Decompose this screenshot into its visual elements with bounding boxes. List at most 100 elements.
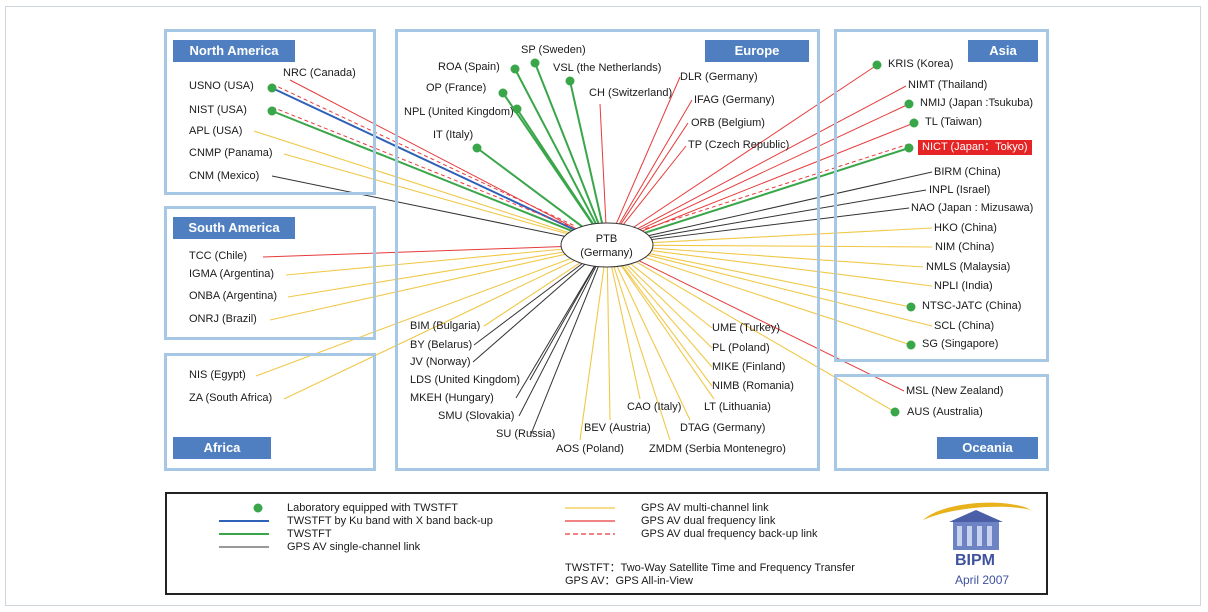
lab-label-npli: NPLI (India) (934, 280, 993, 292)
lab-label-apl: APL (USA) (189, 125, 243, 137)
link-za (283, 259, 577, 400)
lab-label-bim: BIM (Bulgaria) (410, 320, 481, 332)
link-lds (529, 264, 596, 381)
lab-label-nimb: NIMB (Romania) (712, 380, 794, 392)
lab-label-tp: TP (Czech Republic) (688, 139, 790, 151)
link-nrc (289, 79, 578, 231)
link-nao (649, 207, 910, 241)
link-nist (271, 110, 574, 233)
lab-label-ume: UME (Turkey) (712, 322, 781, 334)
link-ch (599, 103, 607, 225)
lab-label-ifag: IFAG (Germany) (694, 94, 775, 106)
legend-dual-backup-label: GPS AV dual frequency back-up link (641, 528, 818, 540)
lab-label-ch: CH (Switzerland) (589, 87, 673, 99)
backup-link-nist (271, 106, 574, 229)
link-zmdm (613, 265, 671, 441)
lab-label-zmdm: ZMDM (Serbia Montenegro) (649, 443, 786, 455)
link-tp (622, 145, 687, 226)
link-bim (483, 261, 582, 327)
figure-frame (5, 6, 1201, 606)
legend-twstft-label: TWSTFT (287, 528, 332, 540)
ptb-hub-country: (Germany) (580, 247, 633, 259)
link-aos (579, 265, 605, 441)
region-title-south-america: South America (173, 217, 295, 239)
link-mkeh (515, 264, 596, 399)
lab-label-za: ZA (South Africa) (189, 392, 273, 404)
link-nmls (650, 247, 924, 268)
link-nis (255, 257, 573, 377)
link-apl (253, 130, 571, 234)
lab-label-tcc: TCC (Chile) (189, 250, 248, 262)
twstft-dot-op (498, 88, 508, 98)
link-birm (646, 171, 933, 237)
link-igma (285, 248, 565, 276)
link-nimb (621, 264, 713, 387)
bipm-logo (923, 502, 1031, 550)
region-asia (834, 29, 1049, 362)
twstft-dot-ntsc (906, 302, 916, 312)
lab-label-lds: LDS (United Kingdom) (410, 374, 521, 386)
twstft-dot-kris (872, 60, 882, 70)
backup-link-nict (643, 143, 910, 230)
lab-label-birm: BIRM (China) (934, 166, 1001, 178)
link-npl (516, 108, 595, 226)
link-dlr (615, 76, 681, 225)
twstft-dot-nmij (904, 99, 914, 109)
link-ntsc (647, 252, 912, 308)
twstft-dot-aus (890, 407, 900, 417)
twstft-dot-sp (530, 58, 540, 68)
link-nimt (635, 85, 907, 230)
lab-label-smu: SMU (Slovakia) (438, 410, 515, 422)
twstft-dot-it (472, 143, 482, 153)
lab-label-it: IT (Italy) (433, 129, 474, 141)
region-south-america (164, 206, 376, 340)
lab-label-nict: NICT (Japan：Tokyo) (918, 140, 1032, 155)
legend-dual-label: GPS AV dual frequency link (641, 515, 776, 527)
link-su (530, 265, 600, 435)
link-lt (620, 264, 715, 400)
lab-label-mike: MIKE (Finland) (712, 361, 786, 373)
link-sp (534, 62, 600, 225)
link-nim (650, 244, 933, 248)
link-cnm (271, 175, 567, 238)
link-aus (634, 260, 896, 413)
link-it (476, 147, 585, 229)
link-pl (625, 263, 713, 349)
lab-label-cao: CAO (Italy) (627, 401, 682, 413)
lab-label-roa: ROA (Spain) (438, 61, 500, 73)
lab-label-sg: SG (Singapore) (922, 338, 999, 350)
twstft-dot-npl (512, 104, 522, 114)
legend-multi-label: GPS AV multi-channel link (641, 502, 769, 514)
link-tl (640, 122, 915, 233)
lab-label-npl: NPL (United Kingdom) (404, 106, 514, 118)
lab-label-usno: USNO (USA) (189, 80, 254, 92)
lab-label-dlr: DLR (Germany) (680, 71, 758, 83)
lab-label-tl: TL (Taiwan) (925, 116, 983, 128)
lab-label-igma: IGMA (Argentina) (189, 268, 274, 280)
link-msl (637, 259, 905, 392)
lab-label-mkeh: MKEH (Hungary) (410, 392, 494, 404)
lab-label-nao: NAO (Japan : Mizusawa) (911, 202, 1034, 214)
link-vsl (569, 80, 604, 225)
lab-label-su: SU (Russia) (496, 428, 556, 440)
legend-dot-label: Laboratory equipped with TWSTFT (287, 502, 458, 514)
legend-symbols (219, 503, 615, 548)
legend-abbr-gpsav: GPS AV：GPS All-in-View (565, 575, 693, 587)
lab-label-kris: KRIS (Korea) (888, 58, 954, 70)
lab-label-dtag: DTAG (Germany) (680, 422, 766, 434)
lab-label-ntsc: NTSC-JATC (China) (922, 300, 1022, 312)
link-dtag (616, 265, 691, 421)
lab-label-msl: MSL (New Zealand) (906, 385, 1004, 397)
legend-single-label: GPS AV single-channel link (287, 541, 421, 553)
link-smu (518, 265, 598, 417)
lab-label-nmls: NMLS (Malaysia) (926, 261, 1011, 273)
lab-label-nimt: NIMT (Thailand) (908, 79, 988, 91)
lab-label-nis: NIS (Egypt) (189, 369, 246, 381)
link-scl (645, 254, 933, 327)
lab-label-scl: SCL (China) (934, 320, 995, 332)
ptb-hub: PTB (Germany) (560, 224, 653, 268)
link-ume (629, 262, 713, 329)
lab-label-onrj: ONRJ (Brazil) (189, 313, 257, 325)
twstft-dot-nist (267, 106, 277, 116)
